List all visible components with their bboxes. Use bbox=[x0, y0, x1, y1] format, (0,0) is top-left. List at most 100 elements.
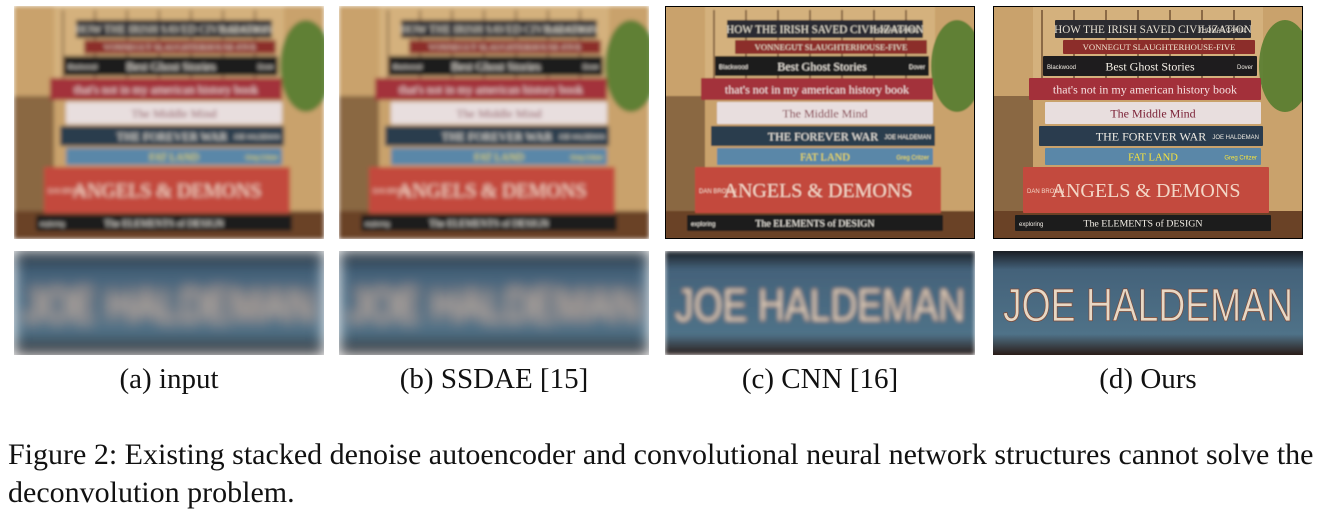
book: that's not in my american history book bbox=[375, 78, 607, 100]
book: Best Ghost Stories Dover Blackwood bbox=[715, 56, 929, 76]
book: The ELEMENTS of DESIGN exploring bbox=[1015, 215, 1271, 231]
book-side-text: JOE HALDEMAN bbox=[233, 135, 280, 141]
book-side-text: THOMAS CAHILL bbox=[220, 28, 269, 34]
book-left-text: exploring bbox=[365, 222, 389, 228]
book-left-text: exploring bbox=[40, 222, 64, 228]
book: that's not in my american history book bbox=[1029, 78, 1261, 100]
plant bbox=[605, 20, 649, 112]
book-title: that's not in my american history book bbox=[74, 82, 258, 96]
book-side-text: THOMAS CAHILL bbox=[545, 28, 594, 34]
book-side-text: Greg Critzer bbox=[896, 156, 929, 162]
book-title: that's not in my american history book bbox=[725, 82, 909, 96]
book-side-text: Dover bbox=[583, 65, 599, 71]
book-title: VONNEGUT SLAUGHTERHOUSE-FIVE bbox=[429, 42, 582, 52]
book-side-text: Greg Critzer bbox=[570, 156, 603, 162]
book-title: Best Ghost Stories bbox=[1105, 59, 1195, 73]
book: VONNEGUT SLAUGHTERHOUSE-FIVE bbox=[84, 40, 276, 54]
book: The ELEMENTS of DESIGN exploring bbox=[361, 215, 617, 231]
book-title: ANGELS & DEMONS bbox=[398, 180, 587, 202]
book-side-text: JOE HALDEMAN bbox=[1212, 135, 1259, 141]
book-title: Best Ghost Stories bbox=[451, 59, 541, 73]
crop-author-text: JOE HALDEMAN bbox=[1003, 279, 1293, 331]
caption-text: Existing stacked denoise autoencoder and… bbox=[8, 438, 1314, 509]
book-left-text: Blackwood bbox=[719, 65, 748, 71]
book-left-text: Blackwood bbox=[393, 65, 422, 71]
book-title: HOW THE IRISH SAVED CIVILIZATION bbox=[1054, 24, 1252, 36]
crop-background bbox=[665, 251, 975, 355]
book: Best Ghost Stories Dover Blackwood bbox=[389, 56, 603, 76]
book-side-text: Greg Critzer bbox=[245, 156, 278, 162]
book-title: The ELEMENTS of DESIGN bbox=[755, 219, 874, 230]
book: The Middle Mind bbox=[391, 102, 607, 124]
book-title: FAT LAND bbox=[474, 152, 524, 163]
book-title: The Middle Mind bbox=[782, 106, 867, 120]
book-title: The Middle Mind bbox=[131, 106, 216, 120]
crop-background bbox=[339, 251, 649, 355]
crop-author-text: JOE HALDEMAN bbox=[675, 279, 965, 331]
book: FAT LAND Greg Critzer bbox=[391, 148, 607, 165]
crop-image: JOE HALDEMAN bbox=[14, 251, 324, 355]
caption-label: Figure 2: bbox=[8, 438, 118, 471]
book-left-text: exploring bbox=[1019, 222, 1043, 228]
book-title: The Middle Mind bbox=[1110, 106, 1195, 120]
book-title: ANGELS & DEMONS bbox=[73, 180, 262, 202]
crop-author-text: JOE HALDEMAN bbox=[349, 279, 639, 331]
subcaption-cnn: (c) CNN [16] bbox=[741, 363, 899, 395]
book-left-text: Blackwood bbox=[68, 65, 97, 71]
book-title: The ELEMENTS of DESIGN bbox=[104, 219, 223, 230]
crop-background bbox=[993, 251, 1303, 355]
book-left-text: DAN BROWN bbox=[48, 189, 85, 195]
book-title: VONNEGUT SLAUGHTERHOUSE-FIVE bbox=[104, 42, 257, 52]
crop-image: JOE HALDEMAN bbox=[665, 251, 975, 355]
book-title: THE FOREVER WAR bbox=[442, 129, 552, 143]
subcaption-ours: (d) Ours bbox=[1099, 363, 1197, 395]
book: VONNEGUT SLAUGHTERHOUSE-FIVE bbox=[735, 40, 927, 54]
crop-image: JOE HALDEMAN bbox=[993, 251, 1303, 355]
book: The ELEMENTS of DESIGN exploring bbox=[687, 215, 943, 231]
book-title: HOW THE IRISH SAVED CIVILIZATION bbox=[75, 24, 273, 36]
book: that's not in my american history book bbox=[701, 78, 933, 100]
book-title: Best Ghost Stories bbox=[777, 59, 867, 73]
book-title: The ELEMENTS of DESIGN bbox=[429, 219, 548, 230]
book: The Middle Mind bbox=[66, 102, 282, 124]
book: The Middle Mind bbox=[717, 102, 933, 124]
book-title: Best Ghost Stories bbox=[126, 59, 216, 73]
book-title: The ELEMENTS of DESIGN bbox=[1083, 219, 1202, 230]
book-side-text: Dover bbox=[909, 65, 925, 71]
book-left-text: exploring bbox=[691, 222, 715, 228]
subcaption-ssdae: (b) SSDAE [15] bbox=[399, 363, 589, 395]
book-title: that's not in my american history book bbox=[399, 82, 583, 96]
book-title: VONNEGUT SLAUGHTERHOUSE-FIVE bbox=[1083, 42, 1236, 52]
book-title: VONNEGUT SLAUGHTERHOUSE-FIVE bbox=[755, 42, 908, 52]
subcaption-input: (a) input bbox=[119, 363, 219, 395]
book: The ELEMENTS of DESIGN exploring bbox=[36, 215, 292, 231]
book-title: The Middle Mind bbox=[456, 106, 541, 120]
plant bbox=[280, 20, 324, 112]
book-left-text: Blackwood bbox=[1047, 65, 1076, 71]
crop-image: JOE HALDEMAN bbox=[339, 251, 649, 355]
book-side-text: THOMAS CAHILL bbox=[871, 28, 920, 34]
book-side-text: JOE HALDEMAN bbox=[558, 135, 605, 141]
book-side-text: JOE HALDEMAN bbox=[884, 135, 931, 141]
book-left-text: DAN BROWN bbox=[699, 189, 736, 195]
book: that's not in my american history book bbox=[50, 78, 282, 100]
book-side-text: Dover bbox=[258, 65, 274, 71]
crop-author-text: JOE HALDEMAN bbox=[24, 279, 314, 331]
book-title: ANGELS & DEMONS bbox=[724, 180, 913, 202]
